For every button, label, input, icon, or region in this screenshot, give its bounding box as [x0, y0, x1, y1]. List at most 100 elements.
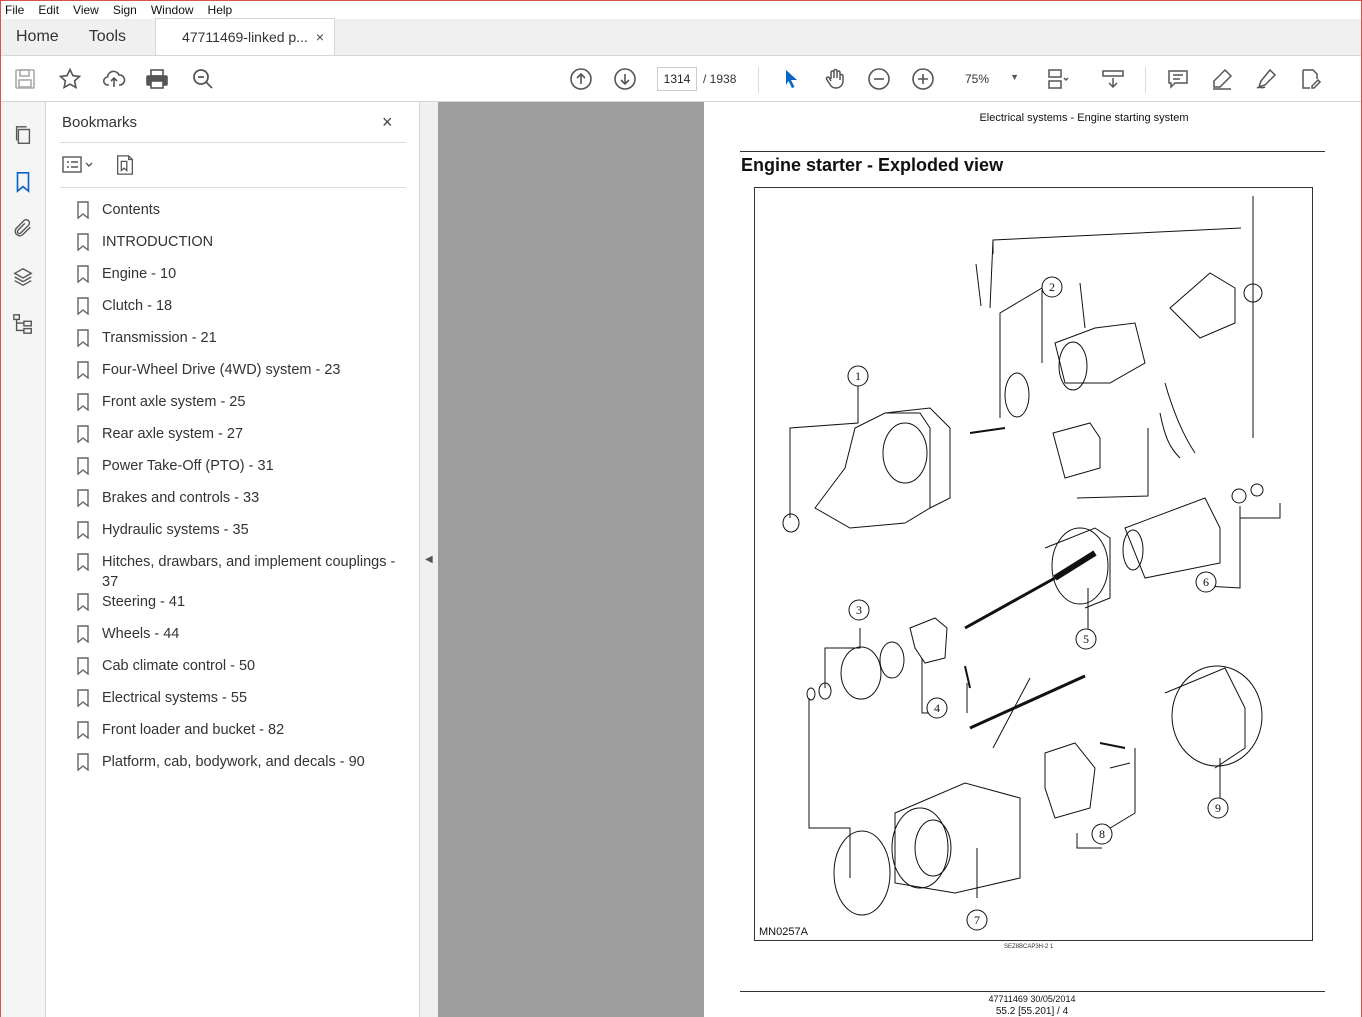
bookmark-icon	[76, 200, 102, 225]
bookmark-label: Front axle system - 25	[102, 394, 246, 410]
callout-number: 3	[856, 603, 862, 617]
bookmark-item[interactable]: Four-Wheel Drive (4WD) system - 23	[76, 360, 406, 392]
bookmark-icon	[76, 456, 102, 481]
bookmark-item[interactable]: Front loader and bucket - 82	[76, 720, 406, 752]
bookmark-icon	[76, 624, 102, 649]
edit-document-icon[interactable]	[1298, 67, 1322, 91]
callout-7: 7	[966, 909, 988, 931]
upload-cloud-icon[interactable]	[102, 67, 126, 91]
menu-file[interactable]: File	[5, 3, 25, 17]
save-icon[interactable]	[13, 67, 37, 91]
bookmark-item[interactable]: Front axle system - 25	[76, 392, 406, 424]
page-layout-icon[interactable]	[1045, 67, 1069, 91]
bookmark-icon	[76, 424, 102, 449]
bookmark-icon	[76, 232, 102, 257]
toolbar-divider	[1145, 67, 1146, 93]
callout-5: 5	[1075, 628, 1097, 650]
callout-number: 2	[1049, 280, 1055, 294]
zoom-out-icon[interactable]	[867, 67, 891, 91]
menu-bar: File Edit View Sign Window Help	[1, 1, 1361, 19]
bookmark-item[interactable]: Hitches, drawbars, and implement couplin…	[76, 552, 406, 592]
bookmarks-title: Bookmarks	[62, 114, 138, 131]
collapse-panel-icon[interactable]: ◀	[425, 554, 433, 565]
callout-9: 9	[1207, 797, 1229, 819]
zoom-level-value: 75%	[965, 72, 990, 86]
panel-splitter[interactable]: ◀	[420, 102, 438, 1017]
next-page-icon[interactable]	[613, 67, 637, 91]
bookmark-label: Transmission - 21	[102, 330, 217, 346]
bookmark-item[interactable]: Brakes and controls - 33	[76, 488, 406, 520]
bookmark-item[interactable]: Contents	[76, 200, 406, 232]
bookmark-item[interactable]: Wheels - 44	[76, 624, 406, 656]
bookmark-item[interactable]: Rear axle system - 27	[76, 424, 406, 456]
bookmark-item[interactable]: Power Take-Off (PTO) - 31	[76, 456, 406, 488]
highlight-pen-icon[interactable]	[1210, 67, 1234, 91]
close-tab-button[interactable]: ×	[315, 29, 325, 45]
footer-doc-info: 47711469 30/05/2014	[988, 994, 1076, 1004]
navigation-rail	[1, 102, 46, 1017]
menu-sign[interactable]: Sign	[112, 3, 137, 17]
page-header: Electrical systems - Engine starting sys…	[979, 112, 1189, 124]
star-icon[interactable]	[58, 67, 82, 91]
menu-help[interactable]: Help	[207, 3, 233, 17]
comment-icon[interactable]	[1166, 67, 1190, 91]
bookmark-options-icon[interactable]	[62, 154, 96, 179]
menu-edit[interactable]: Edit	[38, 3, 60, 17]
bookmark-icon	[76, 592, 102, 617]
structure-tree-icon[interactable]	[10, 311, 36, 337]
bookmark-item[interactable]: Steering - 41	[76, 592, 406, 624]
callout-number: 4	[934, 701, 940, 715]
zoom-in-icon[interactable]	[911, 67, 935, 91]
bookmark-item[interactable]: Transmission - 21	[76, 328, 406, 360]
callout-number: 8	[1099, 827, 1105, 841]
previous-page-icon[interactable]	[569, 67, 593, 91]
document-page: Electrical systems - Engine starting sys…	[704, 102, 1361, 1017]
bookmark-label: Platform, cab, bodywork, and decals - 90	[102, 754, 365, 770]
callout-4: 4	[926, 697, 948, 719]
footer-rule	[740, 991, 1325, 992]
layers-icon[interactable]	[10, 264, 36, 290]
bookmark-item[interactable]: Cab climate control - 50	[76, 656, 406, 688]
tab-document[interactable]: 47711469-linked p... ×	[155, 18, 336, 55]
zoom-level-select[interactable]: 75% ▼	[957, 67, 1027, 91]
divider	[60, 142, 406, 143]
page-thumbnails-icon[interactable]	[10, 122, 36, 148]
bookmark-item[interactable]: Clutch - 18	[76, 296, 406, 328]
callout-6: 6	[1195, 571, 1217, 593]
callout-number: 7	[974, 913, 980, 927]
sign-pen-icon[interactable]	[1254, 67, 1278, 91]
bookmark-label: Brakes and controls - 33	[102, 490, 260, 506]
add-bookmark-icon[interactable]	[114, 154, 136, 179]
footer-page-ref: 55.2 [55.201] / 4	[995, 1006, 1069, 1017]
callout-number: 6	[1203, 575, 1209, 589]
bookmark-panel-icon[interactable]	[10, 169, 36, 195]
bookmark-icon	[76, 264, 102, 289]
bookmark-label: Steering - 41	[102, 594, 186, 610]
page-number-input[interactable]: 1314	[657, 67, 697, 91]
menu-view[interactable]: View	[73, 3, 99, 17]
menu-window[interactable]: Window	[150, 3, 194, 17]
attachment-icon[interactable]	[10, 215, 36, 241]
bookmark-icon	[76, 392, 102, 417]
hand-tool-icon[interactable]	[823, 67, 847, 91]
select-cursor-icon[interactable]	[779, 67, 803, 91]
scroll-mode-icon[interactable]	[1101, 67, 1125, 91]
bookmark-label: Front loader and bucket - 82	[102, 722, 285, 738]
print-icon[interactable]	[145, 67, 169, 91]
bookmark-label: Engine - 10	[102, 266, 177, 282]
close-bookmarks-button[interactable]: ×	[382, 112, 393, 132]
bookmark-item[interactable]: Platform, cab, bodywork, and decals - 90	[76, 752, 406, 784]
tab-tools[interactable]: Tools	[88, 28, 127, 45]
zoom-search-icon[interactable]	[191, 67, 215, 91]
bookmark-icon	[76, 520, 102, 545]
bookmark-label: Contents	[102, 202, 161, 218]
tab-home[interactable]: Home	[16, 28, 59, 45]
bookmark-icon	[76, 360, 102, 385]
bookmark-icon	[76, 328, 102, 353]
bookmark-item[interactable]: INTRODUCTION	[76, 232, 406, 264]
tab-bar: Home Tools 47711469-linked p... ×	[1, 18, 1361, 56]
bookmark-item[interactable]: Electrical systems - 55	[76, 688, 406, 720]
bookmark-item[interactable]: Hydraulic systems - 35	[76, 520, 406, 552]
bookmark-item[interactable]: Engine - 10	[76, 264, 406, 296]
